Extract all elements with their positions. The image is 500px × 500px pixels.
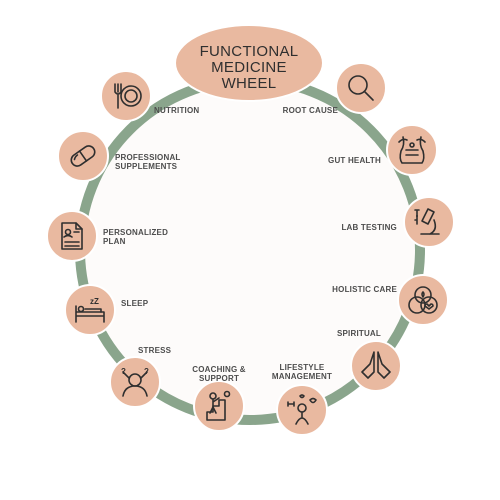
node-sleep: zZ [64,284,116,336]
node-circle-stress [109,356,161,408]
node-lifestyle-management [276,384,328,436]
label-lab-testing: LAB TESTING [341,223,397,232]
label-coaching-support-line-2: SUPPORT [199,374,239,383]
praying-hands-icon [361,351,391,379]
node-holistic-care [397,274,449,326]
label-professional-supplements-line-1: PROFESSIONAL [115,153,181,162]
title-line-3: WHEEL [222,75,277,92]
wheel-nodes: zZ?? [46,62,455,436]
label-lifestyle-management-line-1: LIFESTYLE [280,363,325,372]
label-professional-supplements-line-2: SUPPLEMENTS [115,162,178,171]
label-personalized-plan-line-2: PLAN [103,237,126,246]
capsule-icon [70,145,96,167]
node-circle-personalized-plan [46,210,98,262]
title-ellipse [174,24,324,102]
node-professional-supplements [57,130,109,182]
venn-icon [408,286,438,314]
title-badge: FUNCTIONAL MEDICINE WHEEL [174,24,324,102]
label-lifestyle-management-line-2: MANAGEMENT [272,372,332,381]
torso-icon [398,136,426,164]
title-line-2: MEDICINE [211,59,287,76]
svg-text:zZ: zZ [90,297,99,306]
node-gut-health [386,124,438,176]
node-spiritual [350,340,402,392]
label-personalized-plan-line-1: PERSONALIZED [103,228,168,237]
stressed-person-icon: ?? [121,367,149,397]
node-root-cause [335,62,387,114]
node-circle-root-cause [335,62,387,114]
label-holistic-care: HOLISTIC CARE [332,285,397,294]
label-spiritual: SPIRITUAL [337,329,381,338]
svg-text:?: ? [144,367,149,376]
label-nutrition: NUTRITION [154,106,199,115]
node-stress: ?? [109,356,161,408]
fork-plate-icon [114,83,142,109]
bed-icon: zZ [75,297,105,323]
label-stress: STRESS [138,346,172,355]
label-sleep: SLEEP [121,299,149,308]
lifestyle-icon [287,394,317,425]
label-gut-health: GUT HEALTH [328,156,381,165]
node-circle-spiritual [350,340,402,392]
document-icon [61,222,83,250]
magnifier-icon [348,75,374,101]
node-lab-testing [403,196,455,248]
svg-text:?: ? [121,367,126,376]
wheel-labels: NUTRITION ROOT CAUSE PROFESSIONALSUPPLEMEN… [103,106,397,383]
node-circle-lifestyle-management [276,384,328,436]
node-circle-nutrition [100,70,152,122]
title-line-1: FUNCTIONAL [200,43,299,60]
wheel-inner-disc [80,80,420,420]
node-personalized-plan [46,210,98,262]
node-coaching-support [193,380,245,432]
label-root-cause: ROOT CAUSE [283,106,339,115]
microscope-icon [414,208,440,235]
label-coaching-support-line-1: COACHING & [192,365,246,374]
node-circle-sleep [64,284,116,336]
coach-steps-icon [206,390,231,421]
node-nutrition [100,70,152,122]
